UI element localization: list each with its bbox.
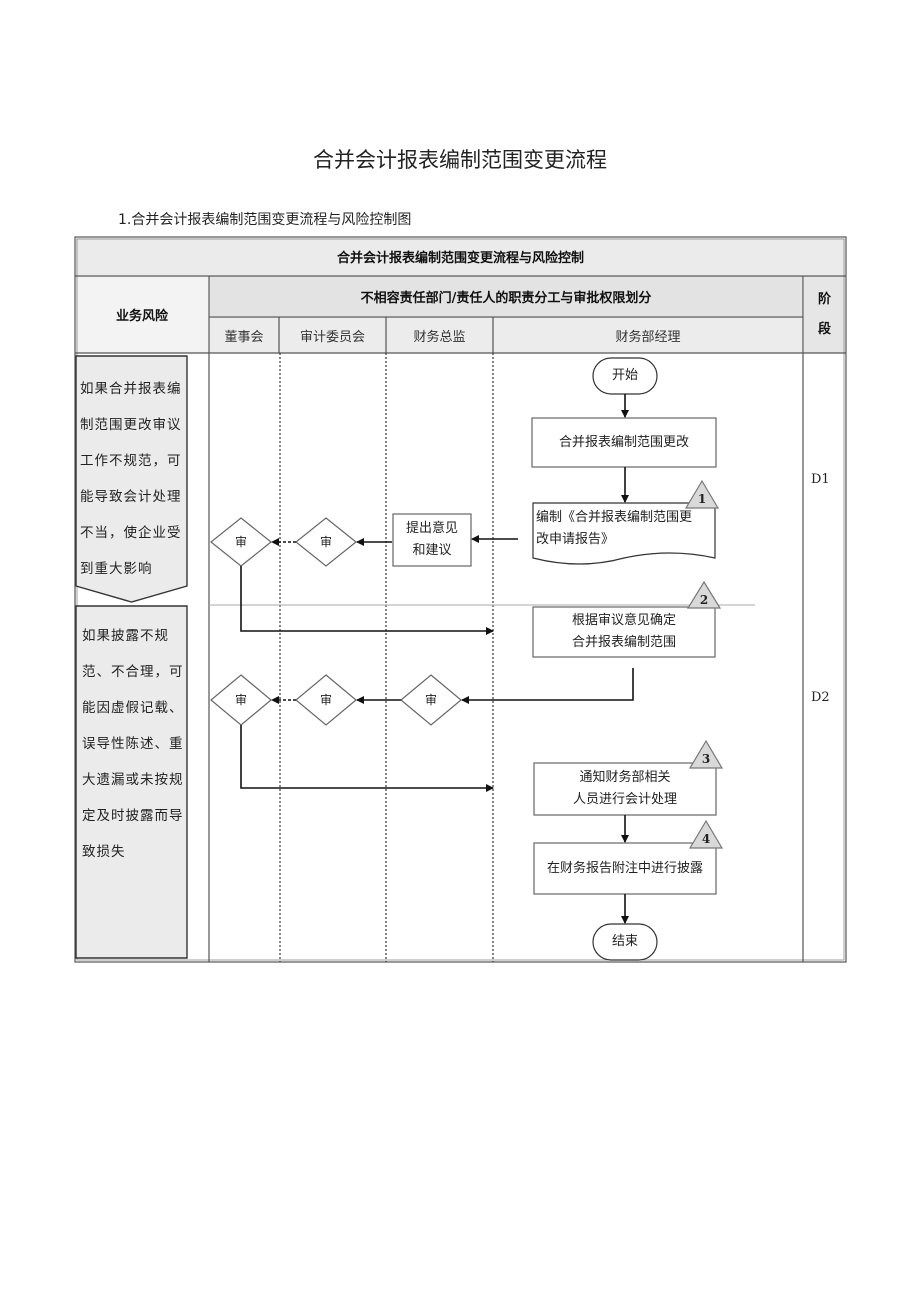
responsibility-header: 不相容责任部门/责任人的职责分工与审批权限划分 (360, 290, 652, 306)
start-label: 开始 (611, 368, 638, 383)
step-badges (684, 479, 724, 849)
step-determine-scope-box (532, 606, 716, 658)
column-cfo: 财务总监 (413, 329, 466, 345)
step-change-scope-label: 合并报表编制范围更改 (558, 434, 689, 450)
stage-d1: D1 (811, 472, 830, 487)
review-audit-1-label: 审 (319, 535, 332, 549)
badge-4-number: 4 (701, 832, 711, 846)
table-grid (74, 236, 847, 963)
column-finance-manager: 财务部经理 (615, 329, 681, 345)
step-notify-label: 通知财务部相关 人员进行会计处理 (572, 770, 677, 807)
responsibility-header-bg (209, 276, 803, 316)
table-title-bg (76, 238, 845, 275)
end-label: 结束 (611, 934, 638, 949)
step-disclose-label: 在财务报告附注中进行披露 (546, 860, 703, 876)
flow-connectors (240, 394, 634, 924)
risk-header: 业务风险 (115, 309, 168, 324)
stage-header-bg (804, 276, 845, 353)
badge-1-number: 1 (697, 492, 707, 506)
review-cfo-2-label: 审 (424, 693, 437, 707)
step-prepare-report-doc (532, 502, 716, 565)
step-change-scope-box (531, 417, 717, 468)
section-heading: 1.合并会计报表编制范围变更流程与风险控制图 (118, 212, 412, 228)
review-board-2-label: 审 (234, 693, 247, 707)
review-audit-2-label: 审 (319, 693, 332, 707)
risk-box-1 (75, 355, 188, 603)
badge-2-number: 2 (699, 593, 709, 607)
step-prepare-report-label: 编制《合并报表编制范围更 改申请报告》 (536, 510, 693, 547)
column-audit-committee: 审计委员会 (299, 329, 365, 345)
lane-separators (279, 353, 494, 962)
risk-text-1: 如果合并报表编 制范围更改审议 工作不规范，可 能导致会计处理 不当，使企业受 … (80, 381, 182, 577)
step-disclose-box (533, 842, 717, 895)
table-title: 合并会计报表编制范围变更流程与风险控制 (336, 251, 584, 266)
column-board: 董事会 (224, 329, 264, 345)
document-title: 合并会计报表编制范围变更流程 (313, 148, 607, 172)
column-header-bg (209, 317, 803, 353)
badge-3-number: 3 (701, 752, 711, 766)
end-terminal (592, 923, 658, 961)
stage-d2: D2 (811, 690, 830, 705)
risk-header-bg (76, 276, 208, 353)
cfo-advice-label: 提出意见 和建议 (405, 521, 458, 558)
stage-header-char-1: 阶 (817, 291, 831, 307)
risk-text-2: 如果披露不规 范、不合理，可 能因虚假记载、 误导性陈述、重 大遗漏或未按规 定… (82, 628, 184, 860)
risk-box-2 (75, 605, 188, 959)
review-diamonds (210, 517, 462, 726)
stage-header: 阶 段 (804, 276, 845, 353)
step-determine-scope-label: 根据审议意见确定 合并报表编制范围 (571, 613, 676, 650)
stage-header-char-2: 段 (817, 321, 831, 337)
review-board-1-label: 审 (234, 535, 247, 549)
